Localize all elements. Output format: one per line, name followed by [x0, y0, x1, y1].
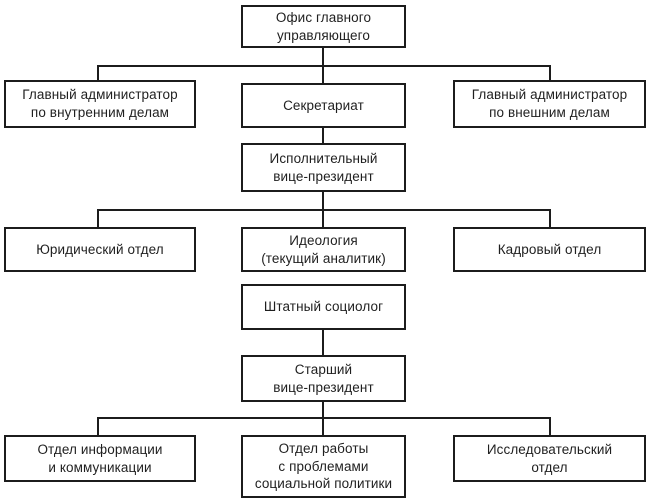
node-ideology: Идеология (текущий аналитик)	[241, 227, 406, 272]
connector-drop-ideology	[322, 209, 324, 227]
node-admin-internal: Главный администратор по внутренним дела…	[4, 80, 196, 128]
connector-drop-socialpolicy	[322, 417, 324, 435]
node-ceo-office: Офис главного управляющего	[241, 5, 406, 48]
connector-rail-level4	[97, 209, 551, 211]
node-social-policy-dept: Отдел работы с проблемами социальной пол…	[241, 435, 406, 498]
connector-rail-level7	[97, 417, 551, 419]
connector-seniorvp-drop	[322, 402, 324, 417]
connector-execvp-drop	[322, 192, 324, 209]
connector-drop-external	[549, 65, 551, 80]
connector-drop-legal	[97, 209, 99, 227]
connector-drop-secretariat	[322, 65, 324, 83]
connector-ceo-drop	[322, 48, 324, 67]
connector-drop-infocomm	[97, 417, 99, 435]
node-admin-external: Главный администратор по внешним делам	[453, 80, 646, 128]
connector-sociologist-seniorvp	[322, 330, 324, 355]
node-staff-sociologist: Штатный социолог	[241, 284, 406, 330]
node-legal-dept: Юридический отдел	[4, 227, 196, 272]
node-exec-vp: Исполнительный вице-президент	[241, 143, 406, 192]
connector-rail-level2	[97, 65, 551, 67]
node-hr-dept: Кадровый отдел	[453, 227, 646, 272]
connector-drop-internal	[97, 65, 99, 80]
connector-drop-research	[549, 417, 551, 435]
connector-drop-hr	[549, 209, 551, 227]
node-info-comm-dept: Отдел информации и коммуникации	[4, 435, 196, 482]
node-secretariat: Секретариат	[241, 83, 406, 128]
connector-secretariat-execvp	[322, 128, 324, 143]
node-research-dept: Исследовательский отдел	[453, 435, 646, 482]
node-senior-vp: Старший вице-президент	[241, 355, 406, 402]
